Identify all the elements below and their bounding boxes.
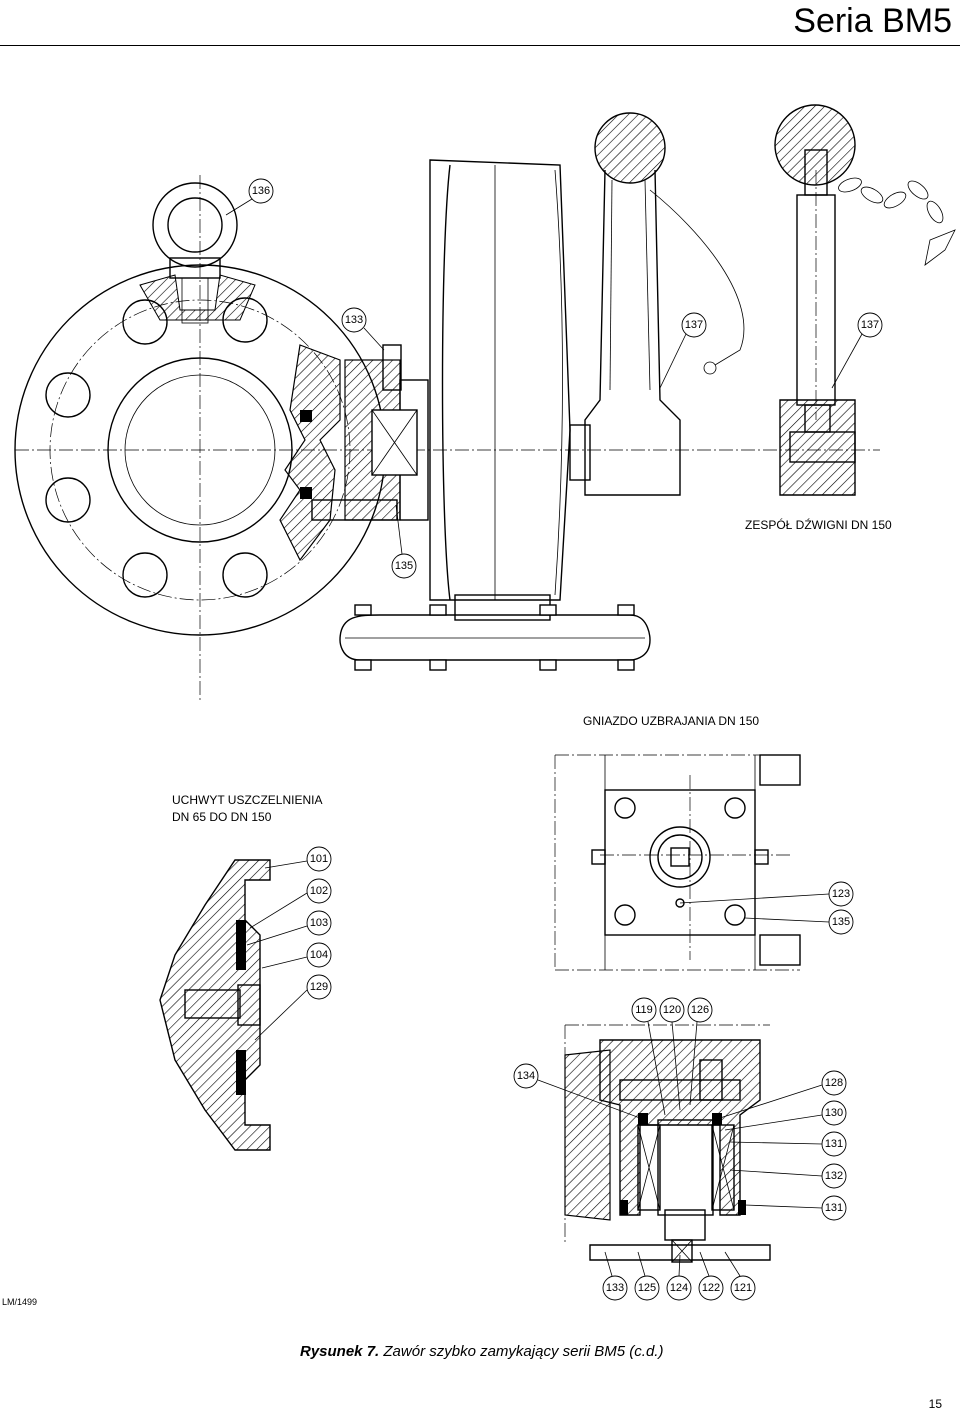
balloon-133-bottom: 133	[602, 1275, 628, 1301]
svg-text:137: 137	[861, 319, 879, 331]
label-lever-assembly: ZESPÓŁ DŹWIGNI DN 150	[745, 518, 892, 532]
arming-socket-section	[564, 1024, 771, 1263]
label-seal-holder-line2: DN 65 DO DN 150	[172, 810, 272, 824]
page-header-title: Seria BM5	[793, 2, 952, 40]
balloon-126: 126	[687, 997, 713, 1023]
svg-text:132: 132	[825, 1170, 843, 1182]
label-seal-holder-line1: UCHWYT USZCZELNIENIA	[172, 793, 323, 807]
svg-text:121: 121	[734, 1282, 752, 1294]
balloon-122: 122	[698, 1275, 724, 1301]
svg-text:104: 104	[310, 949, 328, 961]
arming-socket-view	[554, 754, 801, 971]
balloon-129: 129	[306, 974, 332, 1000]
lever-arm	[569, 112, 745, 496]
svg-text:102: 102	[310, 885, 328, 897]
flange-view	[14, 175, 880, 700]
svg-text:101: 101	[310, 853, 328, 865]
balloon-133-top: 133	[341, 307, 367, 333]
balloon-104: 104	[306, 942, 332, 968]
label-arming-socket: GNIAZDO UZBRAJANIA DN 150	[583, 714, 760, 728]
svg-text:120: 120	[663, 1004, 681, 1016]
svg-text:135: 135	[395, 560, 413, 572]
svg-text:135: 135	[832, 916, 850, 928]
svg-text:133: 133	[606, 1282, 624, 1294]
balloon-137-right: 137	[857, 312, 883, 338]
eye-bolt	[152, 182, 238, 324]
svg-text:134: 134	[517, 1070, 535, 1082]
balloon-123: 123	[828, 881, 854, 907]
lever-detail-chain	[774, 104, 956, 496]
caption-lead: Rysunek 7.	[300, 1343, 380, 1360]
balloon-135-top: 135	[391, 553, 417, 579]
svg-text:131: 131	[825, 1138, 843, 1150]
balloon-136: 136	[248, 178, 274, 204]
balloon-131-lower: 131	[821, 1195, 847, 1221]
drawing-reference-code: LM/1499	[2, 1297, 38, 1307]
balloon-135-mid: 135	[828, 909, 854, 935]
svg-text:136: 136	[252, 185, 270, 197]
svg-text:126: 126	[691, 1004, 709, 1016]
svg-text:125: 125	[638, 1282, 656, 1294]
svg-text:103: 103	[310, 917, 328, 929]
arming-socket-base	[339, 594, 651, 671]
svg-text:137: 137	[685, 319, 703, 331]
figure-caption: Rysunek 7. Zawór szybko zamykający serii…	[300, 1343, 663, 1360]
svg-text:129: 129	[310, 981, 328, 993]
svg-text:123: 123	[832, 888, 850, 900]
balloon-103: 103	[306, 910, 332, 936]
svg-text:128: 128	[825, 1077, 843, 1089]
balloon-131-upper: 131	[821, 1131, 847, 1157]
svg-text:122: 122	[702, 1282, 720, 1294]
page-number: 15	[928, 1397, 942, 1411]
caption-text: Zawór szybko zamykający serii BM5 (c.d.)	[383, 1343, 664, 1360]
svg-text:133: 133	[345, 314, 363, 326]
balloon-125: 125	[634, 1275, 660, 1301]
svg-text:119: 119	[635, 1004, 653, 1016]
balloon-119: 119	[631, 997, 657, 1023]
balloon-128: 128	[821, 1070, 847, 1096]
seal-holder-section	[159, 859, 271, 1151]
callout-balloons: 136 133 137 137 135 101 102 103 104 129 …	[225, 178, 883, 1301]
svg-text:124: 124	[670, 1282, 688, 1294]
balloon-101: 101	[306, 846, 332, 872]
svg-text:130: 130	[825, 1107, 843, 1119]
lever-drum	[429, 159, 571, 601]
valve-side-body	[300, 344, 429, 521]
balloon-121: 121	[730, 1275, 756, 1301]
balloon-124: 124	[666, 1275, 692, 1301]
balloon-130: 130	[821, 1100, 847, 1126]
balloon-134: 134	[513, 1063, 539, 1089]
balloon-132: 132	[821, 1163, 847, 1189]
balloon-137-left: 137	[681, 312, 707, 338]
header-rule	[0, 45, 960, 46]
balloon-120: 120	[659, 997, 685, 1023]
balloon-102: 102	[306, 878, 332, 904]
svg-text:131: 131	[825, 1202, 843, 1214]
